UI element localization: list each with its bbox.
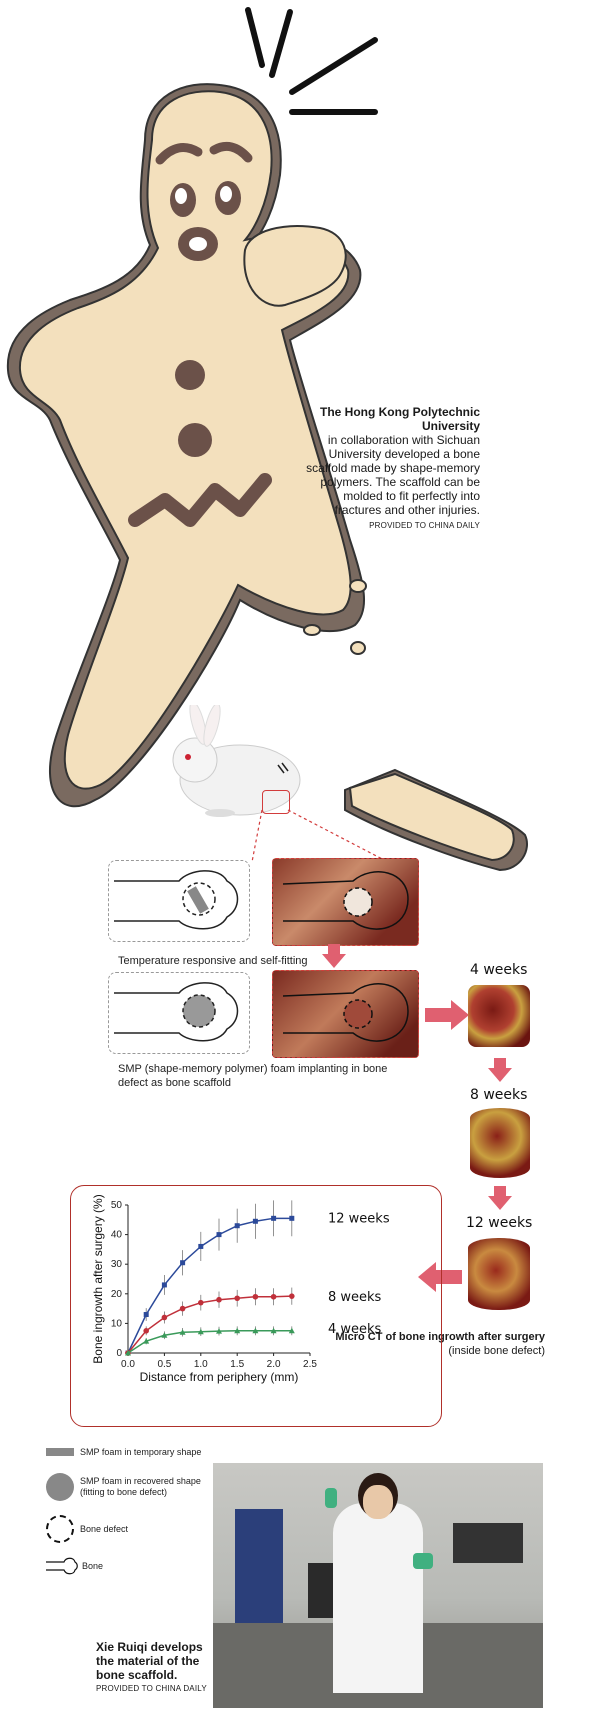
bone-sketch-temporary (108, 860, 250, 942)
legend-item: SMP foam in recovered shape (fitting to … (46, 1464, 246, 1510)
bone-outline-icon (114, 870, 239, 930)
micro-ct-title: Micro CT of bone ingrowth after surgery (335, 1331, 545, 1343)
x-tick-label: 0.5 (157, 1359, 171, 1370)
gray-circle-icon (46, 1473, 74, 1501)
data-point (161, 1314, 168, 1321)
data-point (161, 1332, 168, 1338)
surgery-photo-2 (272, 970, 419, 1058)
data-point (270, 1293, 277, 1300)
data-point (289, 1293, 295, 1299)
lab-photo (213, 1463, 543, 1708)
legend: SMP foam in temporary shape SMP foam in … (46, 1440, 246, 1584)
series-line (127, 1217, 292, 1354)
week-label-12: 12 weeks (466, 1215, 533, 1231)
data-point (288, 1327, 295, 1334)
series-label: 4 weeks (328, 1322, 382, 1337)
photo-caption: Xie Ruiqi develops the material of the b… (96, 1640, 208, 1694)
data-point (179, 1305, 186, 1312)
series-label: 8 weeks (328, 1290, 382, 1305)
down-arrow-icon (488, 1058, 512, 1082)
caption-body: in collaboration with Sichuan University… (306, 433, 480, 517)
data-point (197, 1328, 204, 1335)
chart-frame (70, 1185, 442, 1427)
data-point (252, 1327, 259, 1334)
top-caption: The Hong Kong Polytechnic University in … (300, 405, 480, 533)
week-label-4: 4 weeks (470, 962, 528, 978)
right-arrow-icon (425, 1000, 469, 1030)
data-point (270, 1327, 277, 1334)
data-point (143, 1328, 149, 1334)
data-point (234, 1327, 241, 1334)
data-point (252, 1293, 259, 1300)
legend-label: SMP foam in recovered shape (fitting to … (80, 1476, 201, 1497)
photo-caption-credit: PROVIDED TO CHINA DAILY (96, 1684, 207, 1693)
data-point (143, 1312, 149, 1318)
y-tick-label: 0 (116, 1348, 122, 1359)
step2-label: SMP (shape-memory polymer) foam implanti… (118, 1063, 388, 1089)
series-line (127, 1295, 292, 1354)
data-point (234, 1295, 240, 1302)
data-point (289, 1215, 295, 1221)
caption-credit: PROVIDED TO CHINA DAILY (369, 521, 480, 530)
dashed-circle-icon (46, 1515, 74, 1543)
micro-ct-caption: Micro CT of bone ingrowth after surgery … (300, 1330, 545, 1358)
series-label: 12 weeks (328, 1211, 390, 1226)
legend-label: Bone (82, 1561, 104, 1571)
y-tick-label: 10 (111, 1318, 123, 1329)
legend-item: Bone defect (46, 1510, 246, 1548)
micro-ct-subtitle: (inside bone defect) (448, 1345, 545, 1357)
x-axis-label: Distance from periphery (mm) (140, 1370, 299, 1384)
data-point (252, 1218, 258, 1224)
y-axis-label: Bone ingrowth after surgery (%) (91, 1195, 105, 1364)
x-tick-label: 1.5 (230, 1359, 244, 1370)
micro-ct-8-weeks (470, 1108, 530, 1178)
data-point (198, 1299, 204, 1306)
surgery-photo-1 (272, 858, 419, 946)
data-point (271, 1215, 277, 1221)
down-arrow-icon (322, 944, 346, 968)
y-tick-label: 30 (111, 1259, 123, 1270)
bone-outline-icon (46, 1557, 78, 1575)
data-point (143, 1338, 150, 1344)
x-tick-label: 1.0 (194, 1359, 208, 1370)
legend-item: Bone (46, 1548, 246, 1584)
legend-label: Bone defect (80, 1524, 129, 1534)
rabbit-image (172, 705, 301, 817)
data-point (198, 1243, 204, 1249)
gray-bar-icon (46, 1448, 74, 1456)
y-tick-label: 20 (111, 1289, 123, 1300)
y-tick-label: 50 (111, 1200, 123, 1211)
micro-ct-4-weeks (468, 985, 530, 1047)
data-point (125, 1350, 131, 1356)
data-point (234, 1223, 240, 1229)
series-line (127, 1330, 292, 1354)
x-tick-label: 0.0 (121, 1359, 135, 1370)
step1-label: Temperature responsive and self-fitting (118, 955, 308, 967)
connector-lines (251, 809, 389, 863)
x-tick-label: 2.5 (303, 1359, 317, 1370)
photo-caption-title: Xie Ruiqi develops the material of the b… (96, 1640, 203, 1682)
data-point (216, 1328, 222, 1334)
data-point (179, 1329, 186, 1335)
data-point (161, 1282, 167, 1288)
data-point (216, 1232, 222, 1238)
gingerbread-illustration (6, 7, 528, 872)
left-arrow-icon (418, 1262, 462, 1292)
micro-ct-12-weeks (468, 1238, 530, 1310)
x-tick-label: 2.0 (267, 1359, 281, 1370)
caption-title: The Hong Kong Polytechnic University (319, 405, 480, 433)
bone-sketch-recovered (108, 972, 250, 1054)
down-arrow-icon (488, 1186, 512, 1210)
legend-label: SMP foam in temporary shape (80, 1447, 202, 1457)
data-point (180, 1260, 186, 1266)
legend-item: SMP foam in temporary shape (46, 1440, 246, 1464)
rabbit-highlight (262, 790, 290, 814)
week-label-8: 8 weeks (470, 1087, 528, 1103)
data-point (216, 1296, 222, 1303)
shock-lines-icon (245, 7, 378, 115)
y-tick-label: 40 (111, 1230, 123, 1241)
